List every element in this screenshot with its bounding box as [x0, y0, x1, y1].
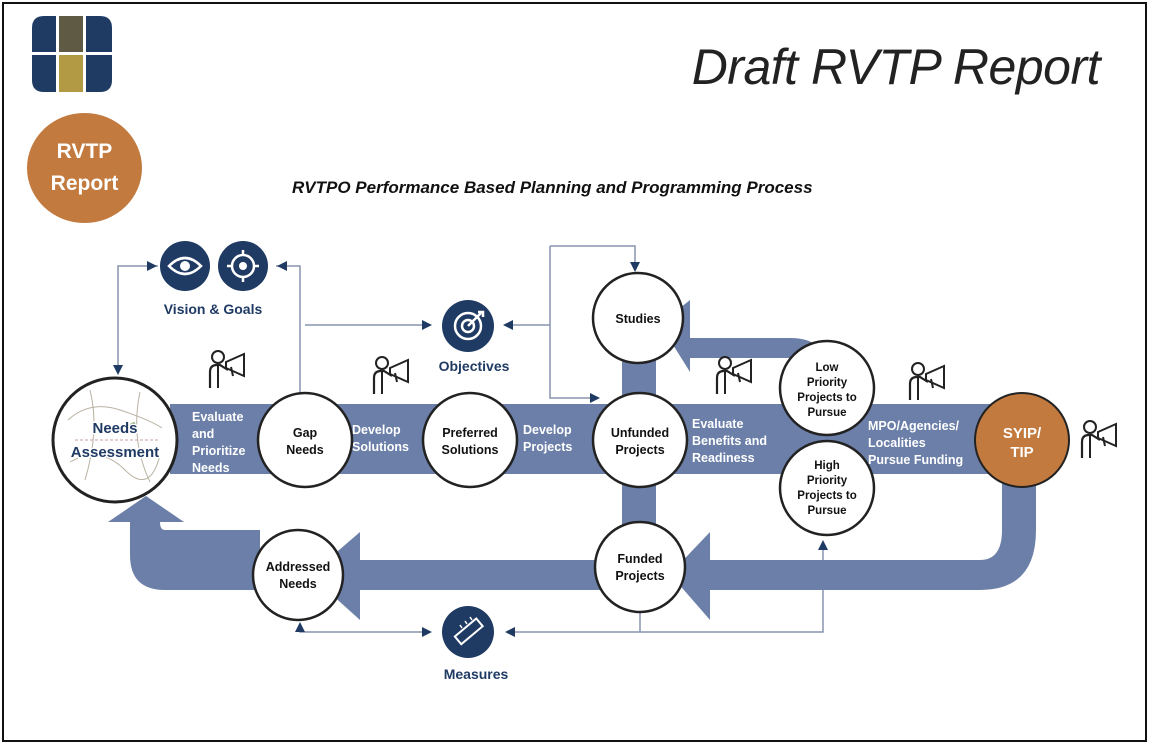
band5-line3: Pursue Funding [868, 453, 963, 467]
gap-line1: Gap [293, 426, 318, 440]
megaphone-person-icon [372, 355, 410, 396]
funded-line2: Projects [615, 569, 664, 583]
low-line1: Low [816, 362, 839, 374]
band4-line2: Benefits and [692, 434, 767, 448]
addressed-line1: Addressed [266, 560, 331, 574]
unfunded-line1: Unfunded [611, 426, 669, 440]
pref-line1: Preferred [442, 426, 498, 440]
band3-line2: Projects [523, 440, 572, 454]
unfunded-projects-node: Unfunded Projects [591, 391, 689, 489]
band3-line1: Develop [523, 423, 572, 437]
addressed-line2: Needs [279, 577, 317, 591]
megaphone-person-icon [208, 349, 246, 390]
preferred-solutions-node: Preferred Solutions [421, 391, 519, 489]
badge-line2: Report [50, 172, 119, 195]
band5-line1: MPO/Agencies/ [868, 419, 960, 433]
studies-label: Studies [615, 312, 660, 326]
band2-line2: Solutions [352, 440, 409, 454]
low-priority-node: Low Priority Projects to Pursue [778, 339, 876, 437]
high-line2: Priority [807, 475, 848, 487]
band1-line4: Needs [192, 461, 230, 475]
band2-line1: Develop [352, 423, 401, 437]
funded-projects-node: Funded Projects [593, 520, 687, 614]
megaphone-person-icon [908, 361, 946, 402]
objectives-label: Objectives [439, 358, 510, 374]
measures-label: Measures [444, 666, 509, 682]
high-line3: Projects to [797, 490, 856, 502]
needs-assessment-node: Needs Assessment [51, 376, 179, 504]
high-priority-node: High Priority Projects to Pursue [778, 439, 876, 537]
low-line2: Priority [807, 377, 848, 389]
ruler-icon [442, 606, 494, 658]
band5-line2: Localities [868, 436, 926, 450]
band4-line1: Evaluate [692, 417, 743, 431]
unfunded-line2: Projects [615, 443, 664, 457]
band1-line3: Prioritize [192, 444, 246, 458]
high-line4: Pursue [808, 505, 847, 517]
needs-line1: Needs [92, 420, 137, 437]
gap-needs-node: Gap Needs [256, 391, 354, 489]
low-line3: Projects to [797, 392, 856, 404]
studies-node: Studies [591, 271, 685, 365]
band-labels: Evaluate and Prioritize Needs Develop So… [192, 410, 963, 475]
low-line4: Pursue [808, 407, 847, 419]
band1-line1: Evaluate [192, 410, 243, 424]
vision-goals-label: Vision & Goals [164, 301, 263, 317]
syip-tip-node: SYIP/ TIP [974, 392, 1070, 488]
bullseye-icon [442, 300, 494, 352]
diagram-subtitle: RVTPO Performance Based Planning and Pro… [292, 178, 813, 197]
gap-line2: Needs [286, 443, 324, 457]
badge-line1: RVTP [56, 140, 113, 163]
target-icon [218, 241, 268, 291]
needs-line2: Assessment [71, 444, 159, 461]
pref-line2: Solutions [442, 443, 499, 457]
megaphone-person-icon [1080, 419, 1118, 460]
megaphone-person-icon [715, 355, 753, 396]
syip-line2: TIP [1010, 444, 1033, 461]
addressed-needs-node: Addressed Needs [251, 528, 345, 622]
band1-line2: and [192, 427, 214, 441]
high-line1: High [814, 460, 840, 472]
rvtp-report-badge: RVTP Report [27, 113, 142, 223]
eye-icon [160, 241, 210, 291]
syip-line1: SYIP/ [1003, 425, 1042, 442]
page-title: Draft RVTP Report [691, 39, 1101, 95]
rvtpo-logo [32, 16, 112, 92]
band4-line3: Readiness [692, 451, 755, 465]
funded-line1: Funded [617, 552, 662, 566]
